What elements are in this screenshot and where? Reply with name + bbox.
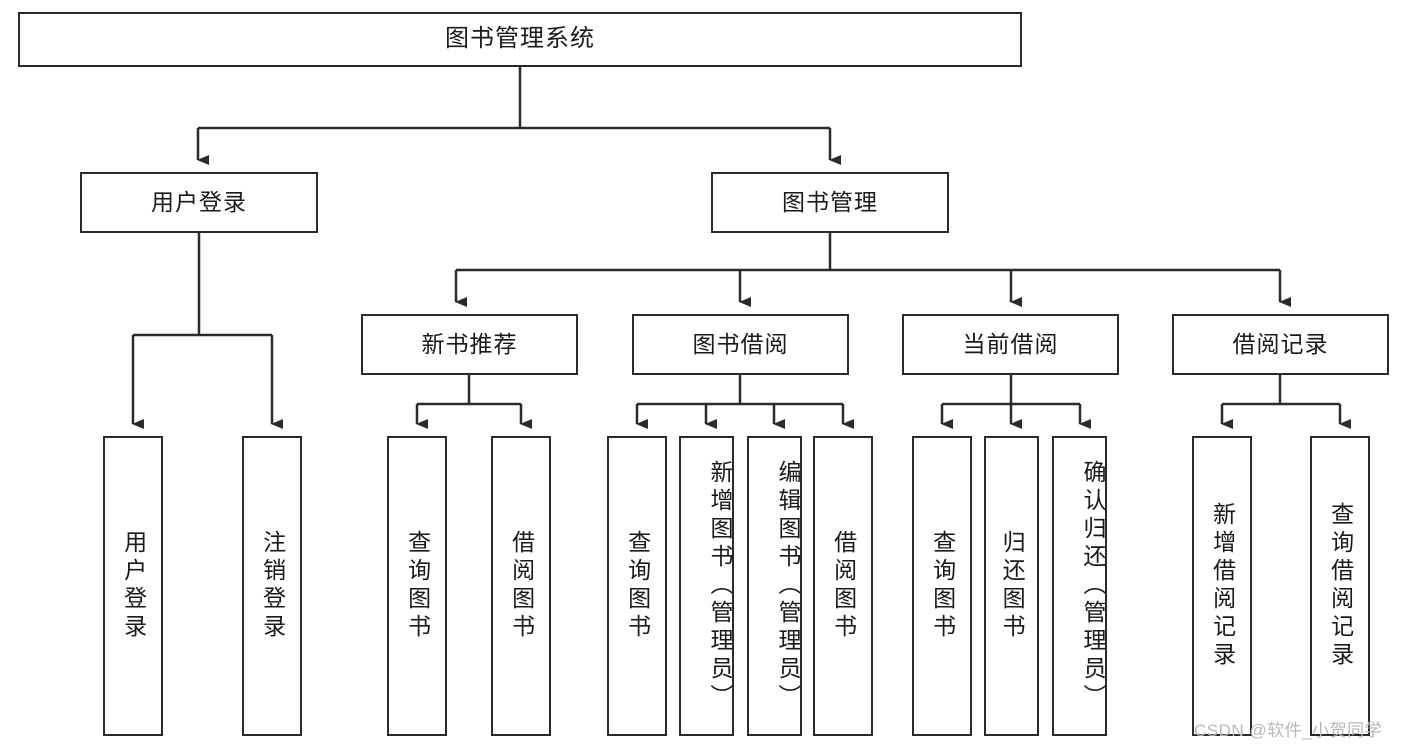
node-leaf-user-login[interactable]: 用户登录 <box>103 436 163 736</box>
node-new-book-recommend[interactable]: 新书推荐 <box>361 314 578 375</box>
node-leaf-query-book-1[interactable]: 查询图书 <box>387 436 447 736</box>
node-leaf-edit-book-admin[interactable]: 编辑图书（管理员） <box>747 436 802 736</box>
node-book-borrow[interactable]: 图书借阅 <box>632 314 849 375</box>
node-leaf-add-borrow-record[interactable]: 新增借阅记录 <box>1192 436 1252 736</box>
node-leaf-query-book-3[interactable]: 查询图书 <box>912 436 972 736</box>
node-leaf-query-borrow-record[interactable]: 查询借阅记录 <box>1310 436 1370 736</box>
csdn-watermark: CSDN @软件_小贺同学 <box>1194 721 1383 740</box>
node-current-borrow[interactable]: 当前借阅 <box>902 314 1119 375</box>
node-leaf-borrow-book-2[interactable]: 借阅图书 <box>813 436 873 736</box>
node-root[interactable]: 图书管理系统 <box>18 12 1022 67</box>
node-leaf-confirm-return-admin[interactable]: 确认归还（管理员） <box>1052 436 1107 736</box>
node-book-management[interactable]: 图书管理 <box>711 172 949 233</box>
node-borrow-record[interactable]: 借阅记录 <box>1172 314 1389 375</box>
node-leaf-query-book-2[interactable]: 查询图书 <box>607 436 667 736</box>
node-leaf-return-book[interactable]: 归还图书 <box>984 436 1039 736</box>
node-user-login[interactable]: 用户登录 <box>80 172 318 233</box>
node-leaf-add-book-admin[interactable]: 新增图书（管理员） <box>679 436 734 736</box>
node-leaf-logout-login[interactable]: 注销登录 <box>242 436 302 736</box>
node-leaf-borrow-book-1[interactable]: 借阅图书 <box>491 436 551 736</box>
